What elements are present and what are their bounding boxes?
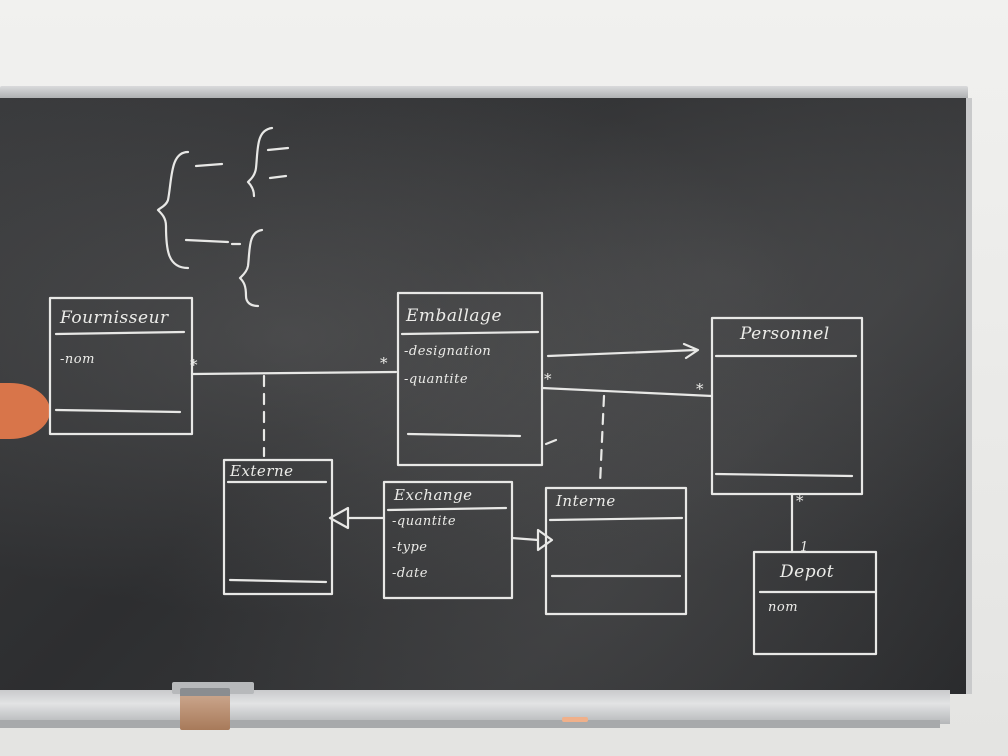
assoc-class-link-2: [598, 394, 606, 486]
exchange-attr-quantite: -quantite: [392, 514, 457, 529]
exchange-attr-type: -type: [392, 540, 428, 555]
chalk-piece: [562, 717, 588, 722]
board-eraser: [180, 688, 230, 730]
externe-divider-bottom: [228, 578, 328, 584]
mult-personnel-side: *: [696, 380, 704, 398]
chalkboard: [0, 98, 972, 694]
emballage-divider-bottom: [406, 432, 522, 438]
personnel-divider-bottom: [714, 472, 854, 478]
interne-box: [544, 486, 688, 616]
interne-class-name: Interne: [556, 492, 616, 510]
depot-attr-nom: nom: [768, 600, 799, 615]
depot-box: [752, 550, 878, 656]
emballage-attr-designation: -designation: [404, 344, 492, 359]
emballage-attr-quantite: -quantite: [404, 372, 469, 387]
personnel-box: [710, 316, 864, 496]
inherit-exchange-externe-arrow: [328, 506, 350, 530]
mult-personnel-depot-top: *: [796, 492, 804, 510]
fournisseur-box: [48, 296, 194, 436]
interne-divider: [548, 516, 684, 522]
fournisseur-divider-bottom: [54, 408, 182, 414]
brace-middle: [246, 126, 274, 198]
assoc-emballage-personnel: [540, 386, 714, 398]
mult-emballage-left-side: *: [380, 354, 388, 372]
depot-class-name: Depot: [780, 562, 835, 582]
emballage-divider: [400, 330, 540, 336]
mult-fournisseur-side: *: [190, 356, 198, 374]
board-frame-top: [0, 86, 968, 100]
chalk-tray: [0, 690, 950, 724]
brace-lower: [238, 228, 264, 308]
brace-left: [156, 150, 190, 270]
emballage-box: [396, 291, 544, 467]
scribble-dashes: [184, 162, 242, 246]
emballage-class-name: Emballage: [406, 306, 502, 326]
exchange-class-name: Exchange: [394, 486, 473, 504]
fournisseur-attr-nom: -nom: [60, 352, 95, 367]
personnel-class-name: Personnel: [740, 324, 830, 344]
inherit-exchange-interne-line: [510, 536, 540, 542]
small-mark: [544, 438, 558, 446]
exchange-box: [382, 480, 514, 600]
externe-class-name: Externe: [230, 462, 294, 480]
fournisseur-class-name: Fournisseur: [60, 308, 169, 328]
externe-box: [222, 458, 334, 596]
chalk-tray-lip: [0, 720, 940, 728]
fournisseur-divider: [54, 330, 186, 336]
scribble-marks: [266, 146, 290, 180]
exchange-attr-date: -date: [392, 566, 428, 581]
navigation-arrow: [546, 342, 700, 360]
assoc-fournisseur-emballage: [190, 370, 398, 376]
exchange-divider: [386, 506, 508, 512]
mult-emballage-right-side: *: [544, 370, 552, 388]
mult-personnel-depot-bottom: 1: [800, 540, 809, 555]
inherit-exchange-interne-arrow: [536, 528, 554, 552]
